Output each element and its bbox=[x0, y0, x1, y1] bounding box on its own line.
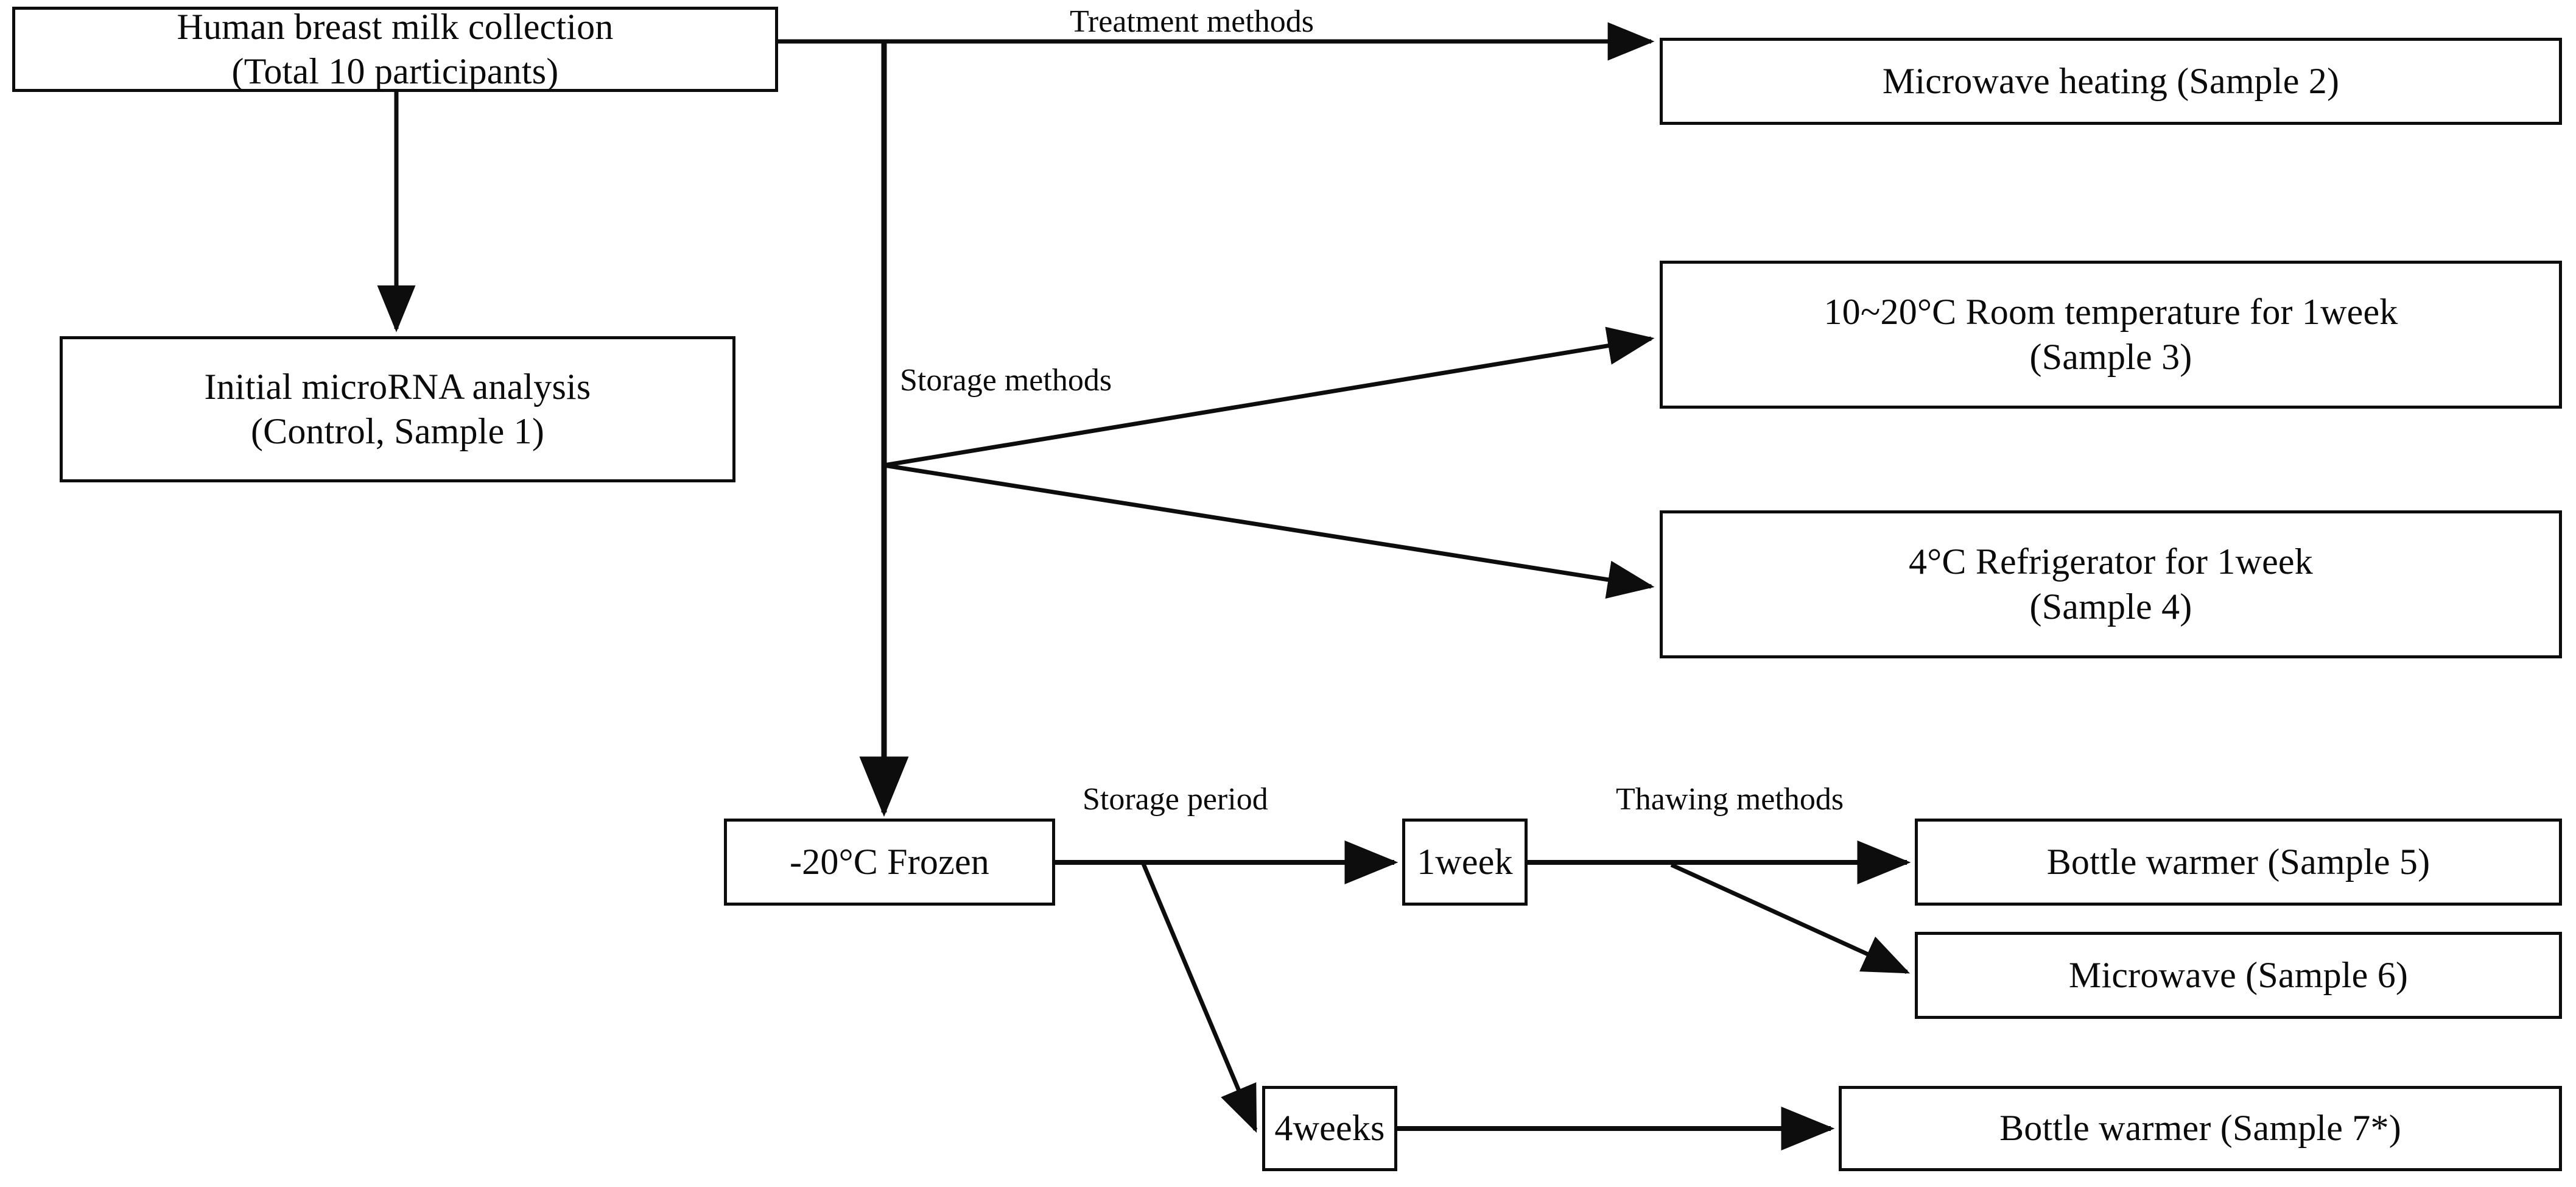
room-temperature-sample-3-box[interactable]: 10~20°C Room temperature for 1week (Samp… bbox=[1660, 261, 2562, 409]
node-line: 10~20°C Room temperature for 1week bbox=[1823, 292, 2398, 333]
node-line: Bottle warmer (Sample 5) bbox=[2046, 841, 2430, 882]
node-line: Human breast milk collection bbox=[177, 6, 614, 47]
node-line: (Total 10 participants) bbox=[231, 51, 559, 91]
refrigerator-sample-4-box[interactable]: 4°C Refrigerator for 1week (Sample 4) bbox=[1660, 510, 2562, 658]
bottle-warmer-sample-5-box[interactable]: Bottle warmer (Sample 5) bbox=[1915, 819, 2562, 906]
node-line: -20°C Frozen bbox=[789, 841, 989, 882]
node-line: Microwave (Sample 6) bbox=[2068, 954, 2409, 995]
node-line: 4°C Refrigerator for 1week bbox=[1909, 541, 2313, 582]
connector-one-week-to-microwave-6 bbox=[1670, 862, 1911, 974]
node-line: Initial microRNA analysis bbox=[204, 366, 591, 407]
storage-period-1week-box[interactable]: 1week bbox=[1402, 819, 1528, 906]
node-line: 1week bbox=[1417, 841, 1513, 882]
edge-label-storage-period: Storage period bbox=[1083, 782, 1268, 817]
edge-label-thawing-methods: Thawing methods bbox=[1616, 782, 1844, 817]
connector-trunk-to-room-temperature bbox=[883, 326, 1655, 468]
node-line: (Sample 3) bbox=[2029, 336, 2192, 377]
human-breast-milk-collection-box[interactable]: Human breast milk collection (Total 10 p… bbox=[12, 7, 778, 92]
initial-microrna-analysis-box[interactable]: Initial microRNA analysis (Control, Samp… bbox=[60, 336, 735, 482]
connector-frozen-to-four-weeks bbox=[1140, 861, 1258, 1133]
storage-period-4weeks-box[interactable]: 4weeks bbox=[1262, 1086, 1397, 1171]
node-line: Bottle warmer (Sample 7*) bbox=[1999, 1108, 2401, 1149]
microwave-heating-sample-2-box[interactable]: Microwave heating (Sample 2) bbox=[1660, 38, 2562, 125]
bottle-warmer-sample-7-box[interactable]: Bottle warmer (Sample 7*) bbox=[1839, 1086, 2562, 1171]
node-line: (Sample 4) bbox=[2029, 586, 2192, 627]
edge-label-storage-methods: Storage methods bbox=[900, 363, 1112, 398]
node-line: Microwave heating (Sample 2) bbox=[1882, 60, 2340, 101]
node-line: (Control, Sample 1) bbox=[250, 411, 545, 451]
microwave-sample-6-box[interactable]: Microwave (Sample 6) bbox=[1915, 932, 2562, 1019]
frozen-minus-20c-box[interactable]: -20°C Frozen bbox=[724, 819, 1055, 906]
node-line: 4weeks bbox=[1274, 1108, 1385, 1149]
connector-trunk-to-refrigerator bbox=[883, 463, 1655, 599]
edge-label-treatment-methods: Treatment methods bbox=[1070, 4, 1314, 39]
